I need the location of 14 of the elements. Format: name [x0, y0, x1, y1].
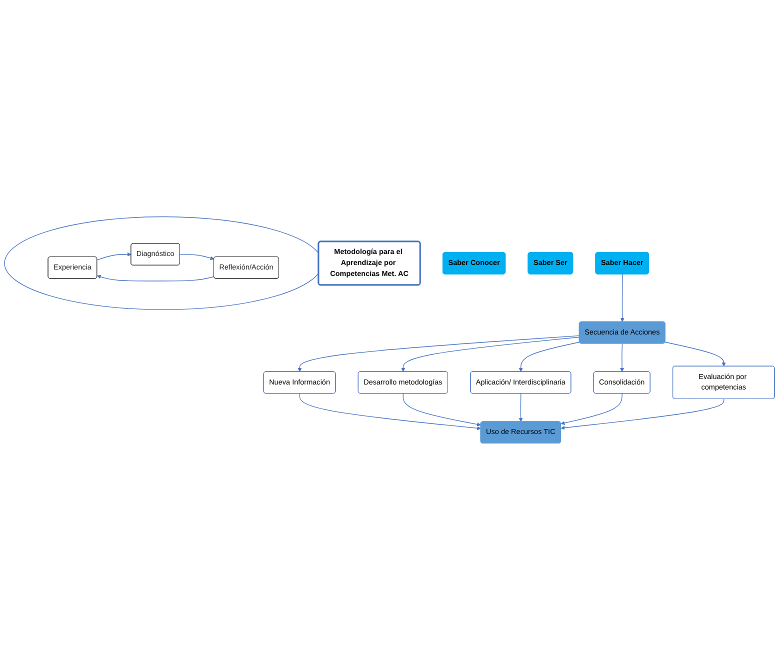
arrow: [664, 342, 726, 367]
arrow: [620, 274, 624, 322]
arrow: [518, 393, 523, 422]
arrow: [299, 393, 481, 430]
arrow: [96, 252, 132, 260]
arrow: [560, 398, 724, 430]
arrow: [401, 336, 580, 372]
arrow: [518, 342, 580, 372]
arrow: [620, 343, 624, 372]
arrow: [96, 274, 214, 282]
arrow: [560, 393, 622, 425]
arrow: [180, 254, 214, 260]
arrow: [298, 335, 580, 372]
arrow: [402, 393, 481, 426]
